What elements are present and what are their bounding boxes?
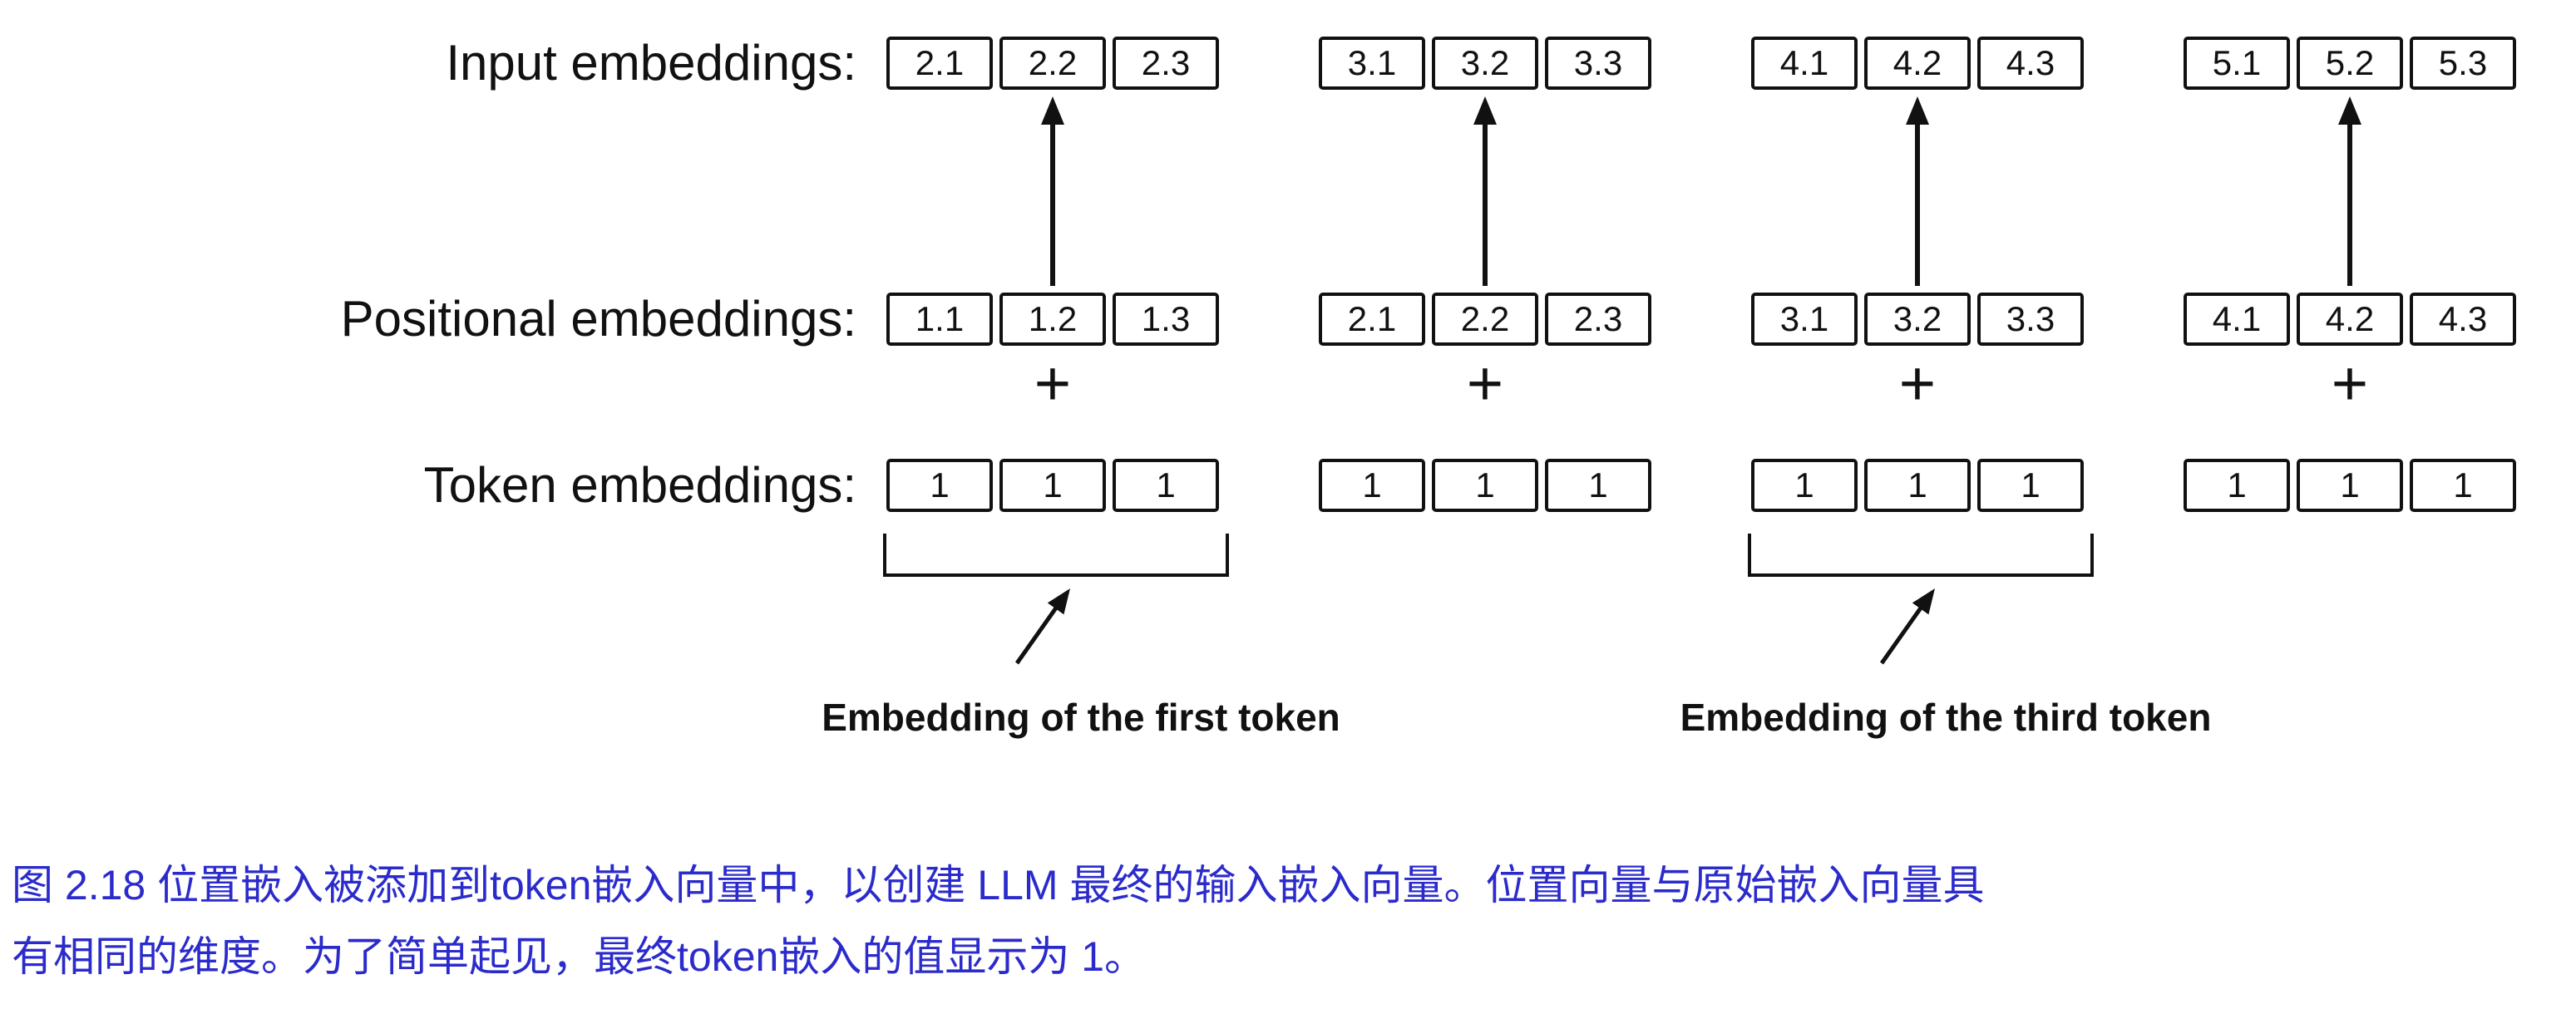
row-label-input-embeddings: Input embeddings:	[446, 35, 856, 91]
input-embedding-group-1: 2.1 2.2 2.3	[886, 37, 1219, 90]
positional-embedding-group-1: 1.1 1.2 1.3	[886, 293, 1219, 346]
embedding-cell: 1	[1864, 459, 1971, 512]
up-arrow-icon	[1473, 96, 1497, 286]
up-arrow-icon	[1041, 96, 1064, 286]
embedding-cell: 5.3	[2410, 37, 2516, 90]
diagonal-arrow-icon	[1879, 588, 1935, 665]
annotation-third-token: Embedding of the third token	[1680, 696, 2212, 739]
embedding-cell: 1	[1319, 459, 1425, 512]
row-label-positional-embeddings: Positional embeddings:	[340, 291, 856, 347]
token-embedding-group-2: 1 1 1	[1319, 459, 1651, 512]
embedding-cell: 3.3	[1977, 293, 2084, 346]
embedding-cell: 2.2	[999, 37, 1106, 90]
plus-sign: +	[2331, 348, 2369, 419]
embedding-cell: 1	[1545, 459, 1651, 512]
up-arrow-icon	[2338, 96, 2361, 286]
plus-sign: +	[1034, 348, 1072, 419]
embedding-cell: 1	[2410, 459, 2516, 512]
embedding-cell: 4.2	[2297, 293, 2403, 346]
diagonal-arrow-icon	[1014, 588, 1070, 665]
plus-sign: +	[1466, 348, 1504, 419]
figure-caption-line-2: 有相同的维度。为了简单起见，最终token嵌入的值显示为 1。	[12, 933, 1147, 980]
embedding-cell: 1	[1113, 459, 1219, 512]
underbracket-first-token	[883, 534, 1229, 577]
row-label-token-embeddings: Token embeddings:	[423, 457, 856, 513]
embedding-cell: 1.1	[886, 293, 993, 346]
positional-embedding-group-4: 4.1 4.2 4.3	[2184, 293, 2516, 346]
embedding-cell: 4.3	[1977, 37, 2084, 90]
embedding-cell: 1	[1432, 459, 1538, 512]
embedding-cell: 3.3	[1545, 37, 1651, 90]
embedding-cell: 4.3	[2410, 293, 2516, 346]
embedding-cell: 5.2	[2297, 37, 2403, 90]
embedding-cell: 1.2	[999, 293, 1106, 346]
embedding-cell: 1	[1977, 459, 2084, 512]
figure-caption-line-1: 图 2.18 位置嵌入被添加到token嵌入向量中，以创建 LLM 最终的输入嵌…	[12, 862, 1985, 908]
embedding-cell: 3.2	[1864, 293, 1971, 346]
plus-sign: +	[1898, 348, 1937, 419]
embedding-cell: 2.3	[1113, 37, 1219, 90]
up-arrow-icon	[1906, 96, 1929, 286]
embedding-cell: 3.1	[1751, 293, 1858, 346]
embedding-cell: 2.2	[1432, 293, 1538, 346]
embedding-cell: 4.1	[2184, 293, 2290, 346]
embedding-cell: 1	[886, 459, 993, 512]
embedding-cell: 2.1	[886, 37, 993, 90]
positional-embedding-group-2: 2.1 2.2 2.3	[1319, 293, 1651, 346]
embedding-cell: 1	[2297, 459, 2403, 512]
embedding-cell: 2.1	[1319, 293, 1425, 346]
token-embedding-group-4: 1 1 1	[2184, 459, 2516, 512]
embedding-cell: 1	[1751, 459, 1858, 512]
input-embedding-group-3: 4.1 4.2 4.3	[1751, 37, 2084, 90]
embedding-cell: 2.3	[1545, 293, 1651, 346]
figure-caption: 图 2.18 位置嵌入被添加到token嵌入向量中，以创建 LLM 最终的输入嵌…	[12, 849, 2564, 992]
input-embedding-group-2: 3.1 3.2 3.3	[1319, 37, 1651, 90]
embedding-cell: 3.2	[1432, 37, 1538, 90]
token-embedding-group-1: 1 1 1	[886, 459, 1219, 512]
embedding-cell: 5.1	[2184, 37, 2290, 90]
embedding-cell: 4.1	[1751, 37, 1858, 90]
embedding-cell: 1	[999, 459, 1106, 512]
embedding-cell: 4.2	[1864, 37, 1971, 90]
embedding-cell: 1	[2184, 459, 2290, 512]
token-embedding-group-3: 1 1 1	[1751, 459, 2084, 512]
embedding-cell: 1.3	[1113, 293, 1219, 346]
annotation-first-token: Embedding of the first token	[822, 696, 1340, 739]
input-embedding-group-4: 5.1 5.2 5.3	[2184, 37, 2516, 90]
positional-embedding-group-3: 3.1 3.2 3.3	[1751, 293, 2084, 346]
underbracket-third-token	[1748, 534, 2094, 577]
embedding-cell: 3.1	[1319, 37, 1425, 90]
